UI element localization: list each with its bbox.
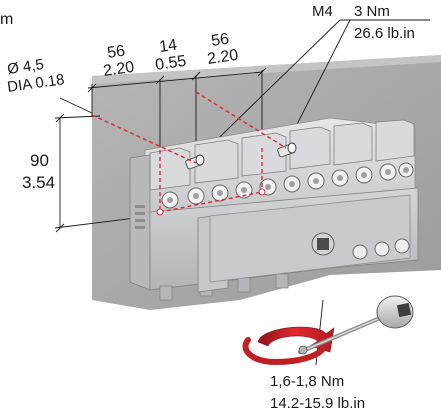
- dim-height-imperial: 3.54: [22, 173, 55, 192]
- operating-key-icon: [298, 295, 414, 355]
- dim-height-metric: 90: [30, 151, 49, 170]
- hole-markers: [156, 188, 266, 216]
- dim-spacing-right-imperial: 2.20: [206, 47, 239, 68]
- dim-offset-metric: 14: [158, 37, 178, 56]
- switch-body: [129, 117, 419, 301]
- dim-spacing-right-metric: 56: [210, 31, 230, 50]
- handle-torque-metric: 1,6-1,8 Nm: [270, 373, 344, 390]
- screw-torque-metric: 3 Nm: [354, 3, 390, 20]
- dim-spacing-left-metric: 56: [106, 43, 126, 62]
- screw-right: [277, 142, 297, 158]
- dim-spacing-left-imperial: 2.20: [102, 59, 135, 80]
- screw-thread: M4: [312, 3, 333, 20]
- hole-diameter-metric: Ø 4,5: [6, 56, 45, 78]
- screw-torque-imperial: 26.6 lb.in: [354, 25, 415, 42]
- handle-torque-imperial: 14.2-15.9 lb.in: [270, 395, 365, 412]
- hole-pattern: [91, 91, 287, 213]
- cropped-text: m: [0, 11, 13, 28]
- dim-offset-imperial: 0.55: [154, 53, 187, 74]
- shaft-socket: [311, 232, 335, 256]
